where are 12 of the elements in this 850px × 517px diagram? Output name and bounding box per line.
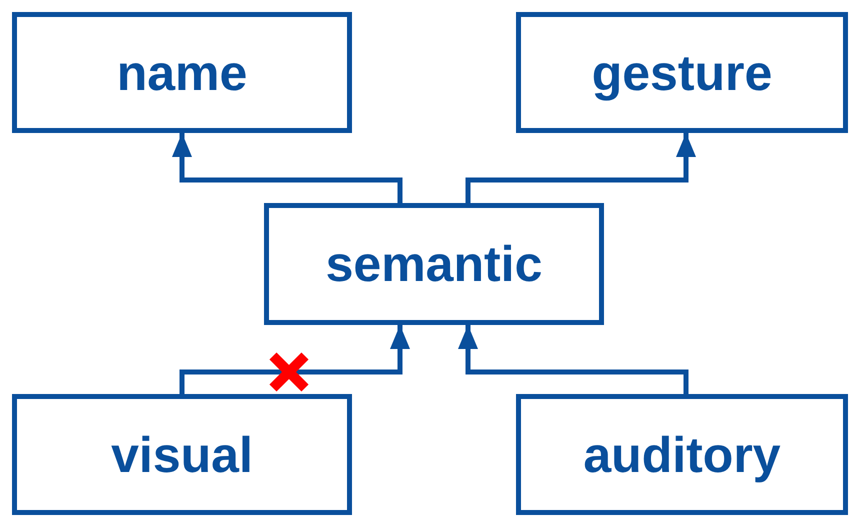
connector-arrow (466, 133, 696, 203)
process-box (516, 12, 848, 133)
node-label: name (116, 48, 248, 98)
process-box (264, 203, 604, 325)
process-box (12, 394, 352, 515)
process-box (12, 12, 352, 133)
node-label: semantic (326, 239, 542, 289)
node-label: visual (111, 430, 253, 480)
process-box (516, 394, 848, 515)
connector-arrow (172, 133, 402, 203)
connector-arrow (180, 325, 410, 394)
connector-arrow (458, 325, 688, 394)
